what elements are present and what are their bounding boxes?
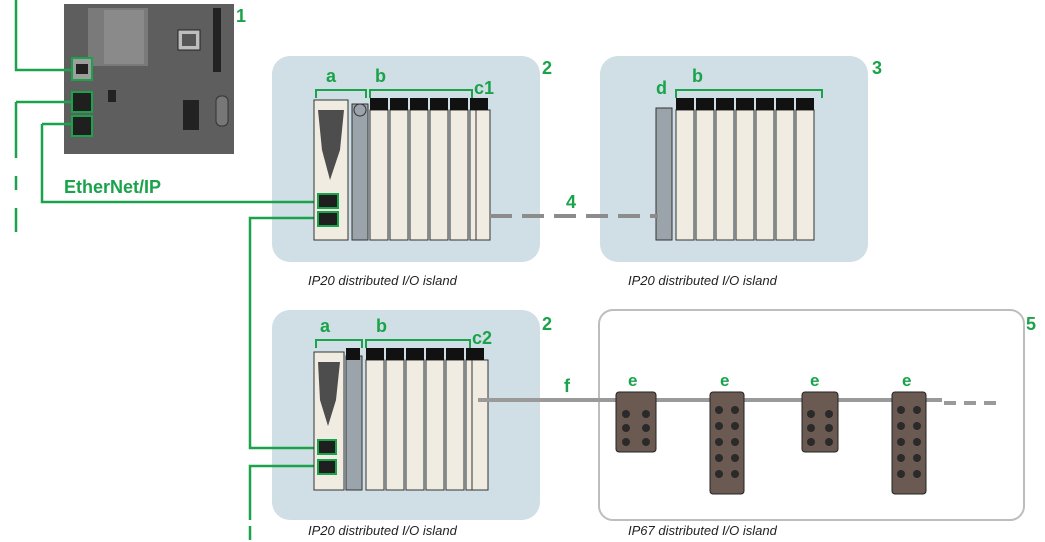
power-module-top bbox=[351, 103, 369, 241]
io-modules-bottom-left bbox=[346, 348, 489, 491]
label-c2: c2 bbox=[472, 328, 492, 348]
label-b-right: b bbox=[692, 66, 703, 86]
label-e-3: e bbox=[810, 371, 819, 390]
bus-coupler-top bbox=[313, 99, 349, 241]
bus-coupler-bottom bbox=[313, 351, 345, 491]
label-d: d bbox=[656, 78, 667, 98]
io-modules-top-left bbox=[369, 98, 491, 241]
bracket-a-bottom bbox=[315, 339, 363, 348]
label-b-top: b bbox=[375, 66, 386, 86]
ip67-module-3 bbox=[801, 391, 839, 453]
power-module-bottom bbox=[345, 355, 363, 491]
bracket-b-right bbox=[675, 89, 823, 98]
ethernet-cables bbox=[14, 0, 318, 540]
label-link-4: 4 bbox=[566, 192, 576, 212]
bus-extension-module-d bbox=[655, 107, 673, 241]
bracket-a-top bbox=[315, 89, 367, 98]
bracket-b-top bbox=[369, 89, 473, 98]
island-number-top-left: 2 bbox=[542, 58, 552, 78]
io-modules-top-right bbox=[675, 98, 815, 241]
label-e-2: e bbox=[720, 371, 729, 390]
island-number-bottom-left: 2 bbox=[542, 314, 552, 334]
network-label: EtherNet/IP bbox=[64, 177, 161, 197]
ip67-module-2 bbox=[709, 391, 745, 495]
label-c1: c1 bbox=[474, 78, 494, 98]
label-a-top: a bbox=[326, 66, 337, 86]
ip67-module-1 bbox=[615, 391, 657, 453]
controller bbox=[64, 4, 234, 154]
ip67-module-4 bbox=[891, 391, 927, 495]
caption-bottom-left: IP20 distributed I/O island bbox=[308, 523, 458, 538]
label-a-bottom: a bbox=[320, 316, 331, 336]
island-number-ip67: 5 bbox=[1026, 314, 1036, 334]
label-f: f bbox=[564, 376, 571, 396]
label-b-bottom: b bbox=[376, 316, 387, 336]
label-e-1: e bbox=[628, 371, 637, 390]
caption-top-right: IP20 distributed I/O island bbox=[628, 273, 778, 288]
controller-number: 1 bbox=[236, 6, 246, 26]
label-e-4: e bbox=[902, 371, 911, 390]
island-number-top-right: 3 bbox=[872, 58, 882, 78]
caption-bottom-right: IP67 distributed I/O island bbox=[628, 523, 778, 538]
bracket-b-bottom bbox=[365, 339, 471, 348]
caption-top-left: IP20 distributed I/O island bbox=[308, 273, 458, 288]
